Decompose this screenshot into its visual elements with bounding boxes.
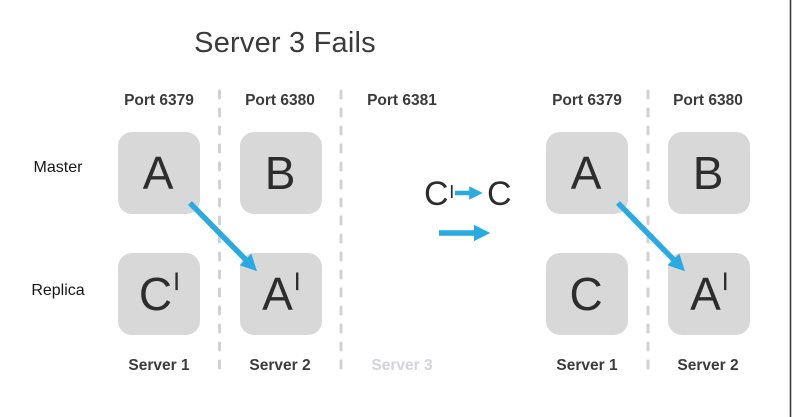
node-letter: A [690, 268, 721, 320]
left-node-master-b: B [240, 132, 322, 214]
left-server-3-label-failed: Server 3 [371, 357, 433, 374]
left-node-master-a: A [118, 132, 200, 214]
transition-from-letter: C| [424, 175, 454, 213]
right-port-6380-label: Port 6380 [673, 92, 743, 109]
node-prime-mark: | [722, 269, 728, 290]
left-node-replica-a-prime: A| [240, 253, 322, 335]
row-label-master: Master [33, 159, 83, 176]
right-server-1-label: Server 1 [556, 357, 618, 374]
left-replication-arrow-icon [188, 201, 258, 272]
right-replication-arrow-icon [616, 201, 686, 272]
left-port-6379-label: Port 6379 [124, 92, 194, 109]
node-letter: C [569, 268, 603, 320]
right-node-replica-c-promoted: C [546, 253, 628, 335]
left-port-6381-label: Port 6381 [367, 92, 437, 109]
node-letter: A [142, 147, 174, 199]
node-prime-mark: | [294, 269, 300, 290]
node-letter: A [570, 147, 602, 199]
right-server-2-label: Server 2 [677, 357, 739, 374]
node-letter: C [138, 268, 173, 320]
left-server-1-label: Server 1 [128, 357, 190, 374]
node-letter: A [262, 268, 293, 320]
node-letter: B [692, 147, 724, 199]
left-node-replica-c-prime: C| [118, 253, 200, 335]
right-node-master-a: A [546, 132, 628, 214]
right-port-6379-label: Port 6379 [552, 92, 622, 109]
left-server-2-label: Server 2 [249, 357, 311, 374]
row-label-replica: Replica [31, 282, 85, 299]
node-letter: B [264, 147, 296, 199]
diagram-title: Server 3 Fails [194, 27, 376, 59]
transition-to-letter: C [487, 175, 512, 213]
node-prime-mark: | [173, 269, 180, 290]
right-node-replica-a-prime: A| [668, 253, 750, 335]
left-port-6380-label: Port 6380 [245, 92, 315, 109]
transition-prime-mark: | [449, 182, 454, 198]
right-node-master-b: B [668, 132, 750, 214]
